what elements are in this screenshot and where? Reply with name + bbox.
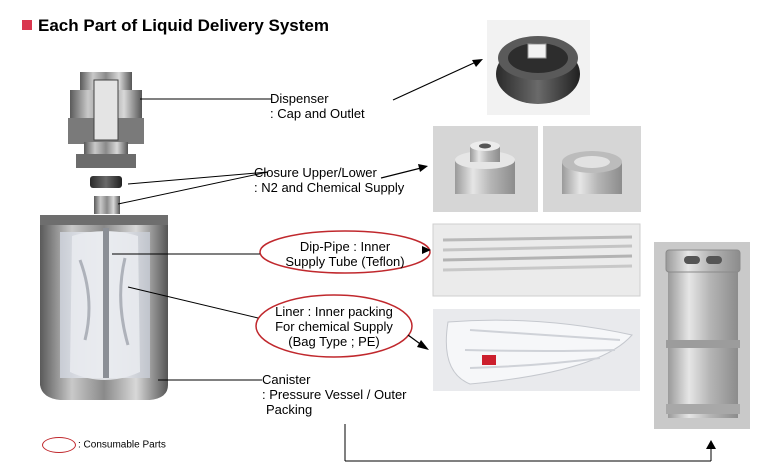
closure-disk-illustration	[90, 176, 122, 188]
closure-label-line2: : N2 and Chemical Supply	[254, 180, 405, 195]
dispenser-cutaway-illustration	[68, 72, 144, 168]
dip-pipe-label-line1: Dip-Pipe : Inner	[299, 239, 391, 254]
dip-pipe-label-line2: Supply Tube (Teflon)	[285, 254, 405, 269]
closure-label-line1: Closure Upper/Lower	[254, 165, 377, 180]
diagram-title: Each Part of Liquid Delivery System	[22, 16, 329, 36]
canister-photo	[654, 242, 750, 429]
closure-label: Closure Upper/Lower : N2 and Chemical Su…	[254, 165, 404, 195]
liner-label: Liner : Inner packing For chemical Suppl…	[258, 304, 410, 349]
legend: : Consumable Parts	[42, 437, 166, 453]
liner-label-line2: For chemical Supply	[275, 319, 393, 334]
liner-label-line3: (Bag Type ; PE)	[288, 334, 380, 349]
liner-label-line1: Liner : Inner packing	[275, 304, 393, 319]
canister-label-line1: Canister	[262, 372, 311, 387]
dip-pipe-consumable-oval	[259, 230, 431, 274]
liner-consumable-oval	[255, 294, 413, 358]
pointer-arrows	[380, 59, 716, 449]
dispenser-label-line2: : Cap and Outlet	[270, 106, 365, 121]
legend-text: : Consumable Parts	[78, 439, 166, 451]
dip-pipe-photo	[432, 223, 641, 297]
dispenser-label-line1: Dispenser	[270, 91, 329, 106]
dip-pipe-label: Dip-Pipe : Inner Supply Tube (Teflon)	[266, 239, 424, 269]
canister-cutaway-illustration	[40, 196, 168, 400]
leader-lines	[112, 98, 712, 462]
canister-label-line3: Packing	[266, 402, 313, 417]
closure-upper-photo	[433, 126, 538, 212]
dispenser-photo	[487, 20, 590, 115]
canister-label-line2: : Pressure Vessel / Outer	[262, 387, 407, 402]
dispenser-label: Dispenser : Cap and Outlet	[270, 91, 365, 121]
closure-lower-photo	[543, 126, 641, 212]
liner-photo	[433, 309, 640, 391]
canister-label: Canister : Pressure Vessel / Outer Packi…	[262, 372, 407, 417]
title-bullet-icon	[22, 20, 32, 30]
title-text: Each Part of Liquid Delivery System	[38, 16, 329, 35]
legend-oval-icon	[42, 437, 76, 453]
